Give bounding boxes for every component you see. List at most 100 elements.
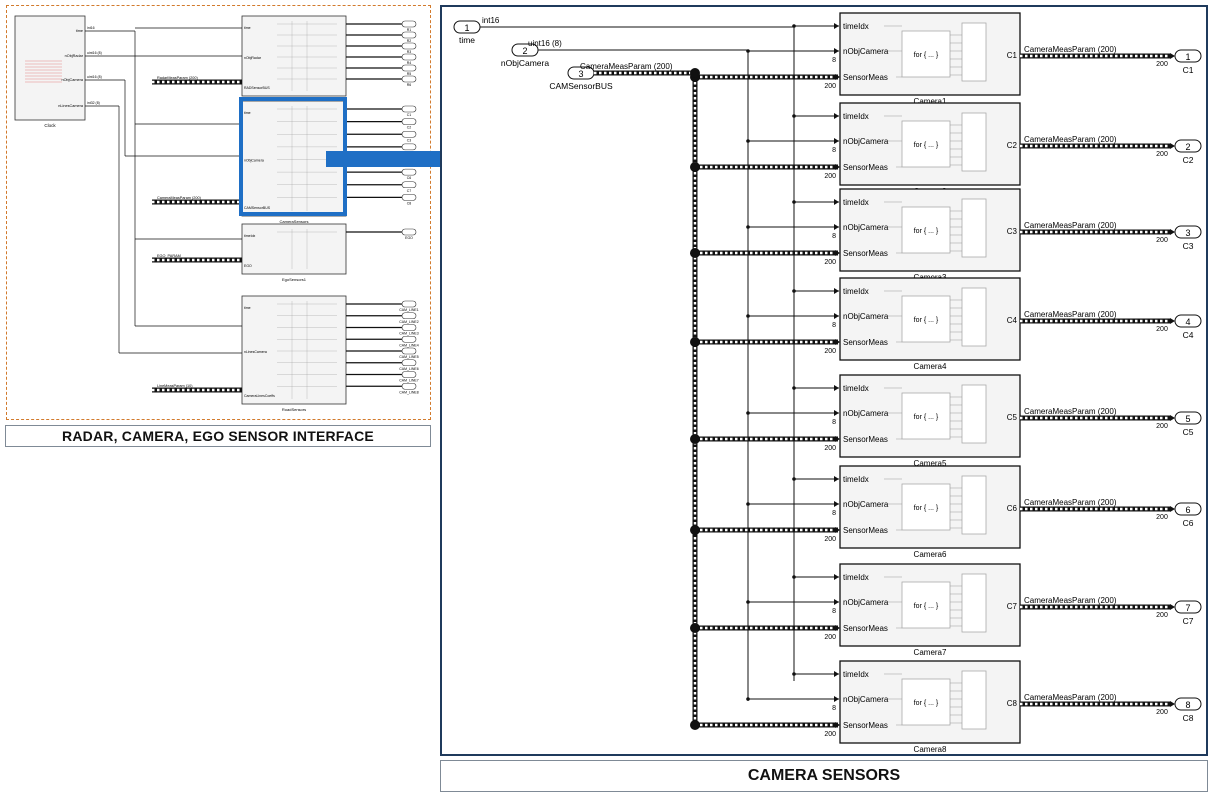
overview-outport-name: C7 <box>407 189 412 193</box>
sensor-bus-trunk <box>594 70 698 729</box>
bus-junction <box>690 525 700 535</box>
overview-outport-name: CAM_LINE8 <box>399 390 419 394</box>
nobj-arrow <box>834 501 839 507</box>
mux-block <box>961 384 987 444</box>
port-label-sensormeas: SensorMeas <box>843 526 888 535</box>
overview-outport-name: C4 <box>407 151 412 155</box>
bus-arrow <box>835 625 840 631</box>
camera-sensors-caption: CAMERA SENSORS <box>440 760 1208 792</box>
overview-outport-name: C5 <box>407 164 412 168</box>
outport-C1 <box>1174 49 1202 63</box>
port-label-nobjcamera: nObjCamera <box>843 695 889 704</box>
outport-C6-number: 6 <box>1185 505 1190 515</box>
camera-block-name: Camera5 <box>914 459 947 468</box>
output-signal-label: CameraMeasParam (200) <box>1024 596 1117 605</box>
overview-outport <box>401 347 417 355</box>
overview-outport <box>401 118 417 125</box>
overview-outport-name: R1 <box>407 28 412 32</box>
outport-name: C6 <box>1183 518 1194 528</box>
outport-C4 <box>1174 314 1202 328</box>
port-label-timeidx: timeIdx <box>843 22 869 31</box>
overview-outport-name: C6 <box>407 176 412 180</box>
time-arrow <box>834 385 839 391</box>
for-iterator-subsystem <box>901 120 951 168</box>
output-signal-label: CameraMeasParam (200) <box>1024 693 1117 702</box>
overview-bus-label: RadarMeasParam (200) <box>157 76 198 80</box>
time-arrow <box>834 476 839 482</box>
for-iterator-label: for { ... } <box>914 603 939 610</box>
out-port-label: C4 <box>1007 316 1018 325</box>
out-port-label: C2 <box>1007 141 1018 150</box>
clock-port-label: nLinesCamera <box>58 104 84 108</box>
overview-outport-name: CAM_LINE3 <box>399 332 419 336</box>
width-label-8: 8 <box>832 608 836 615</box>
overview-outport-name: R2 <box>407 39 412 43</box>
for-iterator-label: for { ... } <box>914 317 939 324</box>
width-label-200: 200 <box>824 259 836 266</box>
mux-block <box>961 475 987 535</box>
time-arrow <box>834 574 839 580</box>
width-label-200: 200 <box>824 173 836 180</box>
port-label-timeidx: timeIdx <box>843 475 869 484</box>
overview-input-label: EGO <box>244 264 252 268</box>
bus-arrow <box>835 164 840 170</box>
overview-input-label: nObjCamera <box>244 159 264 163</box>
clock-signal-label: uint16 (8) <box>87 75 102 79</box>
for-iterator-subsystem <box>901 392 951 440</box>
output-signal-label: CameraMeasParam (200) <box>1024 310 1117 319</box>
port-label-timeidx: timeIdx <box>843 198 869 207</box>
inport-time-label: time <box>459 35 475 45</box>
output-width-label: 200 <box>1156 423 1168 430</box>
output-arrow <box>1170 604 1175 610</box>
out-port-label: C1 <box>1007 51 1018 60</box>
port-label-timeidx: timeIdx <box>843 573 869 582</box>
overview-outport <box>401 53 417 61</box>
for-iterator-label: for { ... } <box>914 228 939 235</box>
overview-outport <box>401 168 417 176</box>
width-label-8: 8 <box>832 147 836 154</box>
width-label-200: 200 <box>824 536 836 543</box>
clock-port-label: time <box>76 29 83 33</box>
nobj-arrow <box>834 410 839 416</box>
port-label-nobjcamera: nObjCamera <box>843 47 889 56</box>
width-label-8: 8 <box>832 510 836 517</box>
port-label-nobjcamera: nObjCamera <box>843 137 889 146</box>
outport-name: C3 <box>1183 241 1194 251</box>
width-label-8: 8 <box>832 322 836 329</box>
width-label-8: 8 <box>832 705 836 712</box>
clock-signal-label: int16 <box>87 26 95 30</box>
clock-signal-label: int32 (8) <box>87 101 100 105</box>
nobj-arrow <box>834 138 839 144</box>
clock-port-label: nObjCamera <box>61 78 83 82</box>
for-iterator-subsystem <box>901 483 951 531</box>
nobj-signal-label: uint16 (8) <box>528 39 562 48</box>
output-arrow <box>1170 415 1175 421</box>
port-label-sensormeas: SensorMeas <box>843 435 888 444</box>
overview-outport <box>401 42 417 50</box>
port-label-sensormeas: SensorMeas <box>843 721 888 730</box>
camera-sensors-diagram: 1time2nObjCamera3CAMSensorBUSint16uint16… <box>453 12 1202 754</box>
overview-outport-name: CAM_LINE2 <box>399 320 419 324</box>
port-label-nobjcamera: nObjCamera <box>843 312 889 321</box>
for-iterator-label: for { ... } <box>914 700 939 707</box>
overview-input-label: time <box>244 26 251 30</box>
outport-name: C1 <box>1183 65 1194 75</box>
inport-CAMSensorBUS-number: 3 <box>578 69 583 79</box>
overview-outport <box>401 382 417 390</box>
overview-caption: RADAR, CAMERA, EGO SENSOR INTERFACE <box>5 425 431 447</box>
output-signal-label: CameraMeasParam (200) <box>1024 135 1117 144</box>
clock-block <box>14 15 86 121</box>
overview-block-RoadSensors <box>241 295 347 405</box>
nobj-arrow <box>834 224 839 230</box>
overview-outport-name: EGO <box>405 236 413 240</box>
for-iterator-subsystem <box>901 30 951 78</box>
inport-nObjCamera-number: 2 <box>522 46 527 56</box>
overview-outport-name: C3 <box>407 138 412 142</box>
outport-name: C7 <box>1183 616 1194 626</box>
time-signal-label: int16 <box>482 16 500 25</box>
outport-C8 <box>1174 697 1202 711</box>
overview-bus-label: EGO_PARAM <box>157 254 181 258</box>
overview-bus-label: CameraMeasParam (200) <box>157 196 202 200</box>
overview-input-label: time <box>244 111 251 115</box>
